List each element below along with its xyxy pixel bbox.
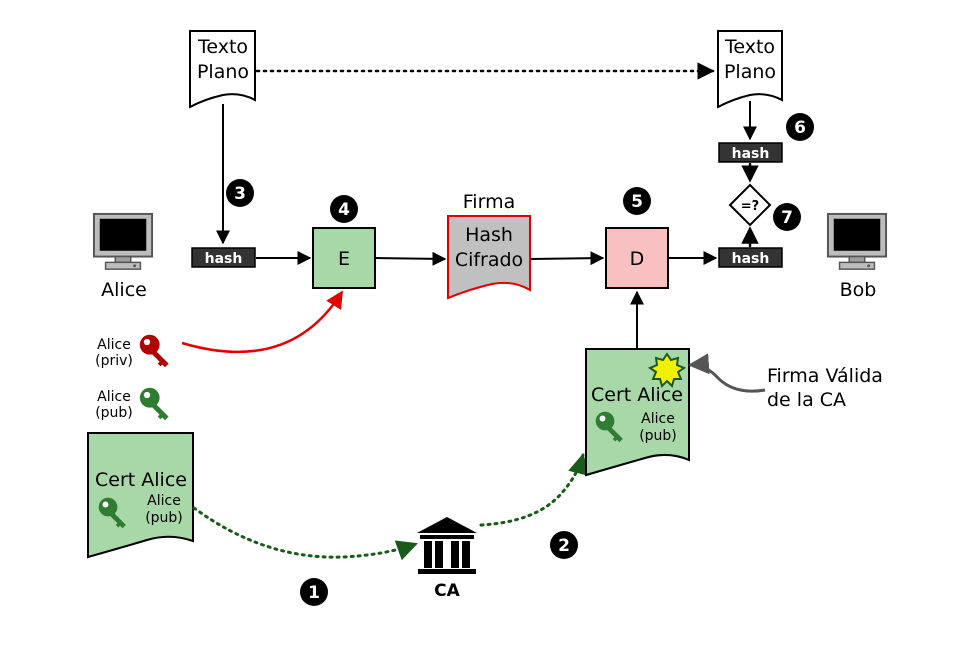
hash-box-right-bottom: hash [718,247,783,268]
encrypt-label: E [338,248,350,270]
step-4-badge: 4 [330,195,358,223]
plaintext-doc-left: Texto Plano [189,30,256,109]
ca-label: CA [434,581,460,601]
cert-alice-right: Cert Alice Alice (pub) [585,348,690,477]
bob-label: Bob [840,279,877,301]
priv-key-label-line1: Alice [97,337,131,353]
step-3-number: 3 [234,184,246,204]
cert-left-line2: (pub) [145,510,183,526]
step-4-number: 4 [338,200,350,220]
cert-left-title: Cert Alice [95,469,187,491]
step-6-badge: 6 [786,113,814,141]
step-2-number: 2 [558,536,570,556]
encrypted-hash-doc: Hash Cifrado [447,215,531,300]
decrypt-box: D [605,227,669,289]
step-7-badge: 7 [773,203,801,231]
ca-building-icon [417,517,477,574]
compare-diamond: =? [728,183,772,227]
step-5-number: 5 [631,192,643,212]
pub-key-label-line1: Alice [97,389,131,405]
plaintext-right-line2: Plano [724,61,776,83]
encrypt-box: E [312,227,376,289]
cert-alice-left: Cert Alice Alice (pub) [87,432,194,559]
signature-to-decrypt-arrow [530,251,605,266]
bob-computer-icon [826,212,888,271]
alice-computer-icon [92,212,154,271]
plaintext-left-line1: Texto [197,36,248,58]
hash-box-left: hash [191,247,256,268]
signature-line2: Cifrado [455,249,523,271]
cert-right-title: Cert Alice [591,384,683,406]
ca-to-cert-arrow [479,452,589,527]
alice-label: Alice [101,279,147,301]
valid-signature-line1: Firma Válida [767,365,883,387]
plaintext-right-line1: Texto [724,36,775,58]
signature-title: Firma [463,191,515,213]
valid-signature-line2: de la CA [767,389,846,411]
decrypt-label: D [630,248,645,270]
public-key-icon [139,387,169,421]
hash-left-label: hash [205,251,243,267]
private-key-to-encrypt-arrow [181,290,344,354]
ca-seal-icon [647,352,687,388]
step-5-badge: 5 [623,187,651,215]
step-1-badge: 1 [300,578,328,606]
cert-right-line1: Alice [641,411,675,427]
encrypt-to-signature-arrow [375,251,447,266]
cert-left-line1: Alice [147,493,181,509]
cert-right-line2: (pub) [639,428,677,444]
hash-right-bottom-label: hash [732,251,770,267]
hash-box-right-top: hash [718,142,783,163]
valid-signature-pointer [687,353,766,393]
plaintext-left-line2: Plano [197,61,249,83]
private-key-icon [139,334,169,368]
step-7-number: 7 [781,208,793,228]
compare-label: =? [741,199,759,214]
step-1-number: 1 [308,583,320,603]
signature-line1: Hash [465,224,513,246]
hash-right-top-label: hash [732,146,770,162]
step-2-badge: 2 [550,531,578,559]
pub-key-label-line2: (pub) [95,405,133,421]
cert-to-ca-arrow [192,506,418,561]
step-3-badge: 3 [226,179,254,207]
step-6-number: 6 [794,118,806,138]
plaintext-doc-right: Texto Plano [717,30,783,109]
priv-key-label-line2: (priv) [95,353,133,369]
